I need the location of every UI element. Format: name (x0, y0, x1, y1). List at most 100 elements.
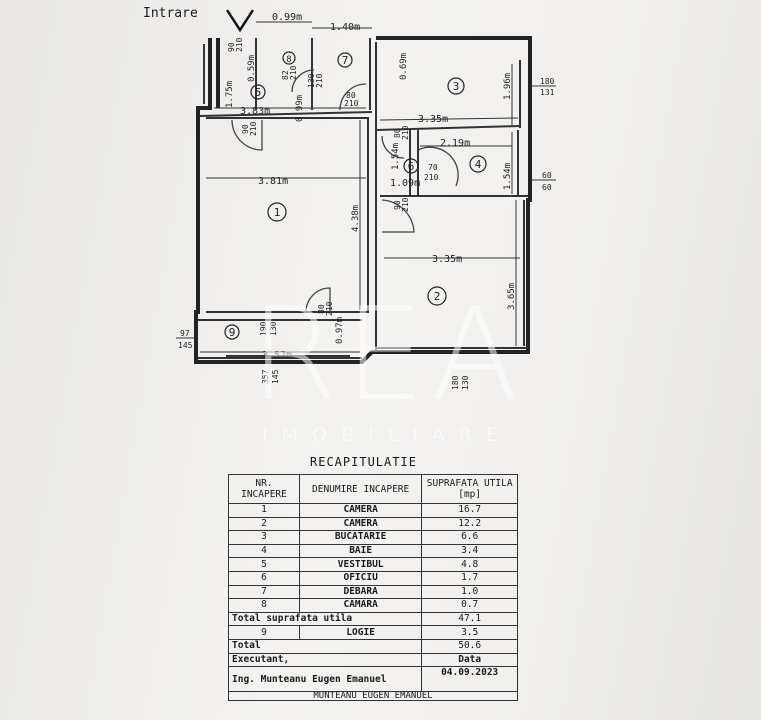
door-label: 70 (428, 163, 438, 172)
window-label: 60 (542, 171, 552, 180)
floor-plan-drawing: 0.99m 1.40m 3.83m 3.35m 3.81m 2.19m 1.09… (176, 9, 556, 390)
room-number: 7 (342, 54, 349, 67)
dim-label: 1.09m (390, 178, 420, 189)
cell-nr: 2 (228, 516, 300, 532)
header-area: SUPRAFATA UTILA [mp] (421, 474, 518, 504)
cell-area: 1.7 (421, 570, 518, 586)
door-label: 210 (249, 121, 258, 136)
door-label: 90 (241, 124, 250, 134)
dim-label: 1.75m (225, 81, 235, 108)
dim-label: 3.35m (432, 254, 462, 265)
cell-nr: 5 (228, 557, 300, 572)
dim-label: 2.19m (440, 138, 470, 149)
dim-label: 1.96m (503, 73, 513, 100)
room-number: 5 (255, 86, 262, 99)
recap-title: RECAPITULATIE (310, 455, 417, 469)
total-util-value: 47.1 (421, 611, 518, 627)
door-label: 90 (227, 42, 236, 52)
door-label: 80 (393, 128, 402, 138)
executant-row: Executant, Data (227, 652, 518, 668)
cell-name: VESTIBUL (298, 557, 423, 572)
date-value: 04.09.2023 (421, 666, 518, 693)
room-number: 1 (274, 206, 281, 219)
door-label: 210 (424, 173, 439, 182)
cell-name: CAMERA (298, 516, 423, 532)
window-label: 357 (261, 369, 270, 384)
window-label: 145 (178, 341, 193, 350)
cell-area: 0.7 (421, 598, 518, 613)
cell-nr: 4 (228, 543, 300, 559)
window-label: 60 (542, 183, 552, 192)
cell-area: 1.0 (421, 584, 518, 600)
dim-label: 3.57m (262, 350, 292, 361)
door-label: 82 (281, 70, 290, 80)
door-label: 210 (315, 73, 324, 88)
executant-label: Executant, (227, 652, 423, 668)
cell-name: CAMERA (298, 503, 423, 518)
dim-label: 3.35m (418, 114, 448, 125)
door-label: 210 (289, 65, 298, 80)
recap-table: NR. INCAPERE DENUMIRE INCAPERE SUPRAFATA… (227, 474, 518, 702)
door-label: 210 (235, 37, 244, 52)
cell-area: 4.8 (421, 557, 518, 572)
dim-label: 1.54m (391, 143, 401, 170)
table-header-row: NR. INCAPERE DENUMIRE INCAPERE SUPRAFATA… (228, 474, 518, 504)
door-label: 210 (325, 301, 334, 316)
door-label: 130 (307, 73, 316, 88)
cell-name: BUCATARIE (298, 530, 423, 545)
cell-area: 12.2 (421, 516, 518, 532)
door-label: 210 (401, 125, 410, 140)
dim-label: 0.59m (247, 55, 257, 82)
door-label: 210 (344, 99, 359, 108)
total-row: Total 50.6 (227, 638, 518, 654)
cell-name: BAIE (298, 543, 423, 559)
entrance-arrow-icon (225, 9, 255, 33)
dim-label: 4.38m (351, 205, 361, 232)
room-number: 3 (453, 80, 460, 93)
window-label: 180 (451, 375, 460, 390)
total-value: 50.6 (421, 638, 518, 654)
dim-label: 0.97m (335, 317, 345, 344)
window-label: 145 (271, 369, 280, 384)
footer-row: MUNTEANU EUGEN EMANUEL (228, 691, 518, 702)
window-label: 180 (540, 77, 555, 86)
window-label: 131 (540, 88, 555, 97)
cell-nr: 1 (228, 503, 300, 518)
room-number: 4 (475, 158, 482, 171)
cell-name: CAMARA (298, 598, 423, 613)
header-name: DENUMIRE INCAPERE (298, 474, 423, 504)
room-number: 2 (434, 290, 441, 303)
footer-stamp-text: MUNTEANU EUGEN EMANUEL (228, 691, 518, 702)
cell-area: 3.5 (421, 625, 518, 640)
room-number: 6 (408, 160, 415, 173)
cell-nr: 8 (228, 598, 300, 613)
room-number: 8 (286, 55, 291, 65)
total-util-label: Total suprafata utila (227, 611, 423, 627)
total-util-row: Total suprafata utila 47.1 (227, 611, 518, 627)
cell-area: 6.6 (421, 530, 518, 545)
cell-name: LOGIE (298, 625, 423, 640)
door-label: 80 (317, 304, 326, 314)
room-number: 9 (229, 326, 236, 339)
engineer-row: Ing. Munteanu Eugen Emanuel 04.09.2023 (227, 666, 518, 693)
entrance-label: Intrare (143, 6, 198, 21)
cell-name: OFICIU (298, 570, 423, 586)
total-label: Total (227, 638, 423, 654)
dim-label: 1.40m (330, 22, 360, 33)
door-label: 190 (259, 321, 268, 336)
date-label: Data (421, 652, 518, 668)
dim-label: 0.99m (272, 12, 302, 23)
cell-nr: 7 (228, 584, 300, 600)
engineer-name: Ing. Munteanu Eugen Emanuel (227, 666, 423, 693)
door-label: 80 (346, 91, 356, 100)
cell-nr: 3 (228, 530, 300, 545)
window-label: 130 (461, 375, 470, 390)
dim-label: 0.99m (295, 95, 305, 122)
